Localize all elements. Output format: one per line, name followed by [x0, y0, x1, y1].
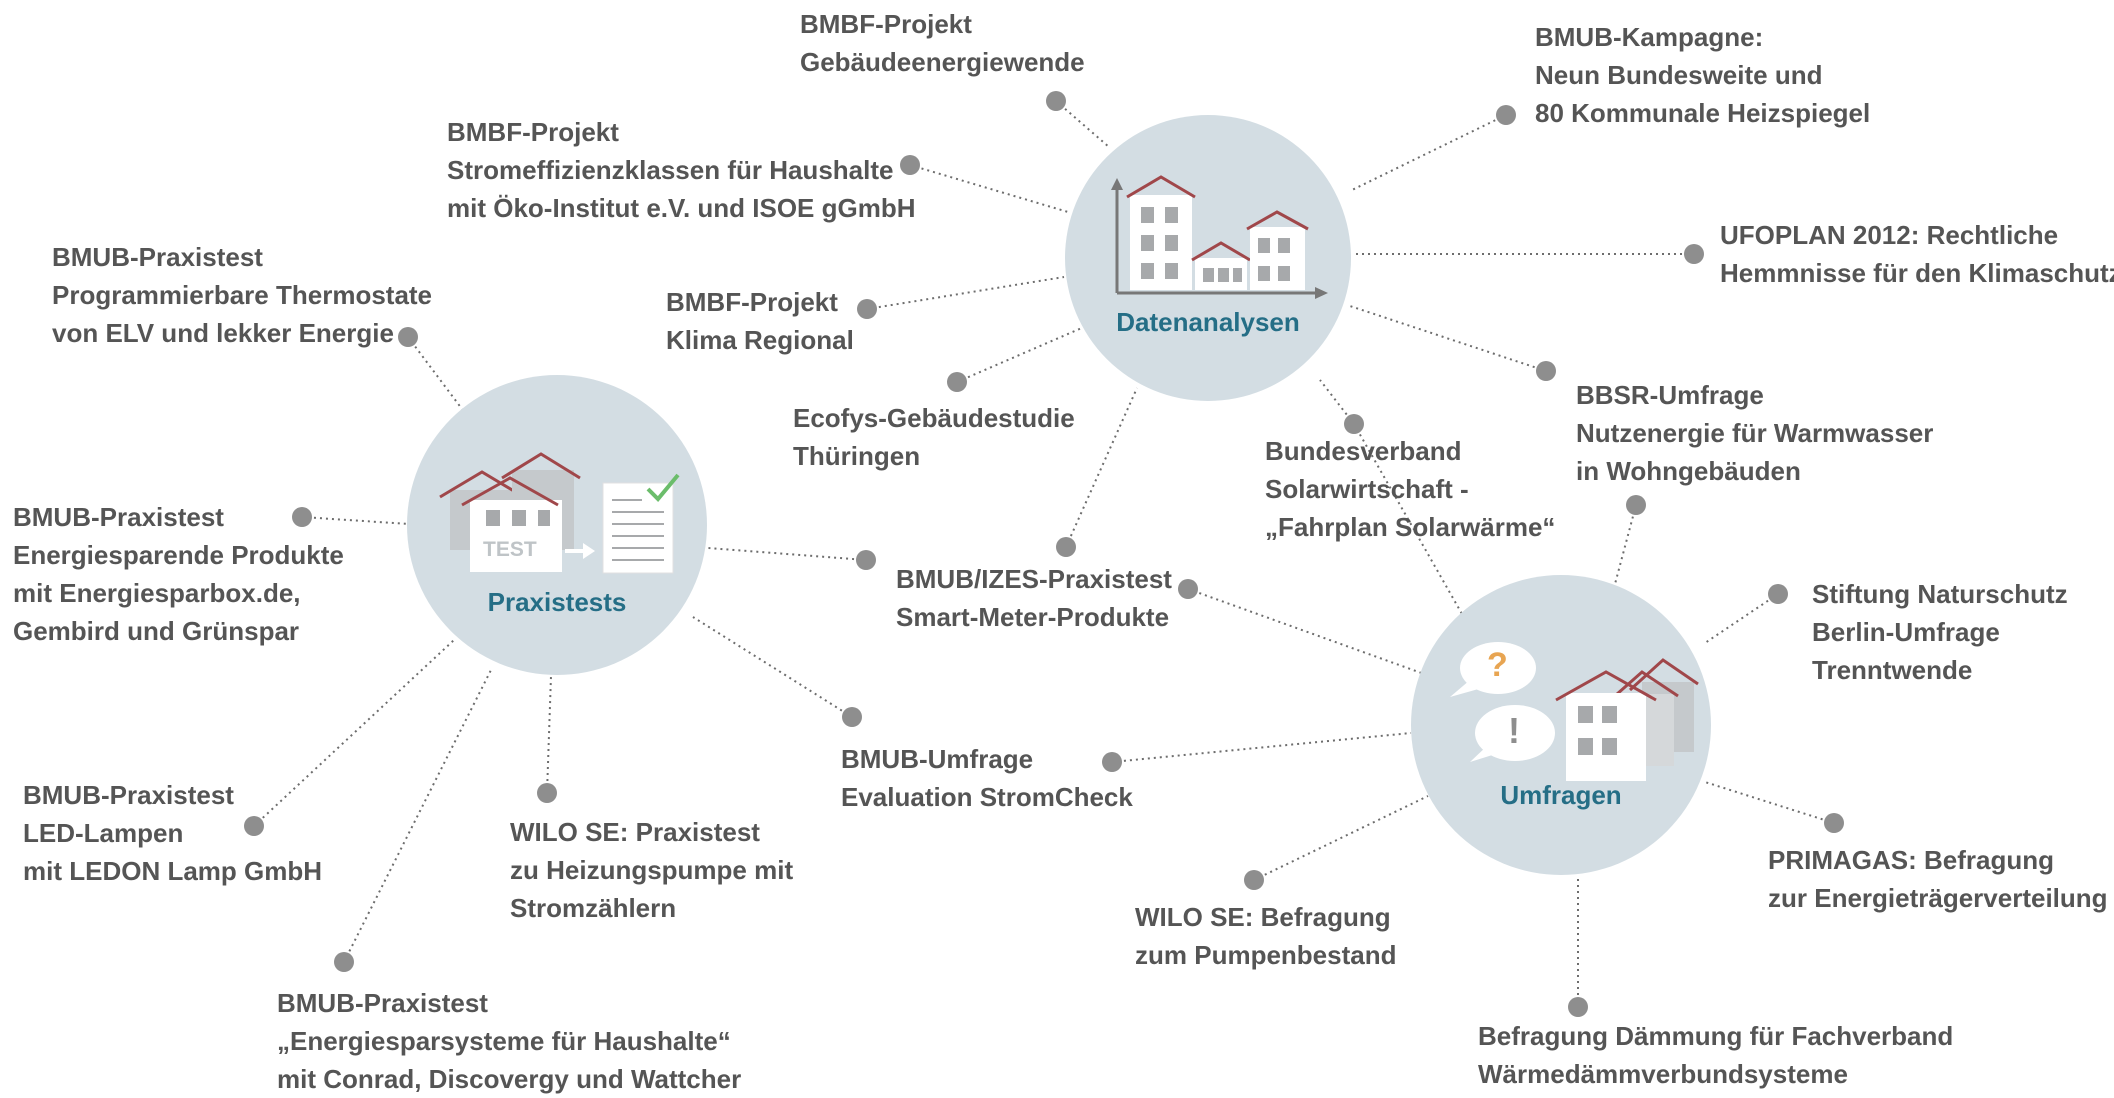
node-dot-bmbf-klima — [857, 299, 877, 319]
label-energiesparsysteme: BMUB-Praxistest„Energiesparsysteme für H… — [277, 988, 742, 1094]
node-dot-stromcheck-um — [1102, 752, 1122, 772]
umfragen-speech-icon — [1450, 642, 1699, 781]
node-dot-bmub-kampagne — [1496, 105, 1516, 125]
node-dot-bmub-thermostate — [398, 327, 418, 347]
node-dot-primagas — [1824, 813, 1844, 833]
node-dot-daemmung — [1568, 997, 1588, 1017]
hub-praxistests: Praxistests — [487, 587, 627, 617]
connector-stiftung — [1704, 593, 1779, 644]
connector-izes-da — [1065, 387, 1138, 548]
connector-izes-pt — [707, 547, 867, 561]
node-dot-wilo-test — [537, 783, 557, 803]
connector-bmbf-klima — [866, 276, 1065, 310]
node-dot-izes-pt — [856, 550, 876, 570]
connector-energiesparsysteme — [343, 667, 493, 963]
connector-bundesverband-um — [1353, 423, 1463, 615]
connector-stromcheck-um — [1111, 732, 1412, 763]
connector-bmub-thermostate — [407, 336, 466, 414]
node-dot-stiftung — [1768, 584, 1788, 604]
node-dot-bbsr-um — [1626, 495, 1646, 515]
node-dot-izes-um — [1178, 579, 1198, 599]
question-mark-icon: ? — [1487, 646, 1508, 684]
node-dot-energiesparsysteme — [334, 952, 354, 972]
hub-datenanalysen: Datenanalysen — [1116, 307, 1300, 337]
exclamation-mark-icon: ! — [1508, 710, 1520, 751]
node-dot-bmub-energiespar — [292, 507, 312, 527]
node-dot-bmbf-gebaeude — [1046, 91, 1066, 111]
node-dot-ecofys — [947, 372, 967, 392]
connector-wilo-befragung — [1253, 795, 1429, 881]
connector-bmbf-strom — [909, 164, 1069, 213]
node-dot-ufoplan — [1684, 244, 1704, 264]
node-dot-led — [244, 816, 264, 836]
connector-primagas — [1704, 781, 1835, 824]
connector-bbsr-da — [1349, 305, 1547, 372]
praxistests-test-icon — [439, 452, 680, 574]
connector-izes-um — [1187, 588, 1428, 676]
connector-ecofys — [956, 326, 1085, 383]
datenanalysen-chart-icon — [1111, 175, 1328, 299]
test-text: TEST — [483, 538, 537, 561]
node-dot-izes-da — [1056, 537, 1076, 557]
connector-bbsr-um — [1614, 504, 1637, 585]
connector-dots — [244, 91, 1844, 1017]
node-dot-bbsr-da — [1536, 361, 1556, 381]
node-dot-bundesverband-da — [1344, 414, 1364, 434]
connector-lines — [253, 100, 1835, 1007]
connector-wilo-test — [546, 675, 552, 794]
node-dot-stromcheck-pt — [842, 707, 862, 727]
hub-umfragen: Umfragen — [1500, 780, 1622, 810]
connector-stromcheck-pt — [692, 616, 853, 718]
node-dot-bmbf-strom — [900, 155, 920, 175]
connector-bmbf-gebaeude — [1055, 100, 1110, 148]
connector-bmub-kampagne — [1351, 114, 1507, 191]
node-dot-wilo-befragung — [1244, 870, 1264, 890]
